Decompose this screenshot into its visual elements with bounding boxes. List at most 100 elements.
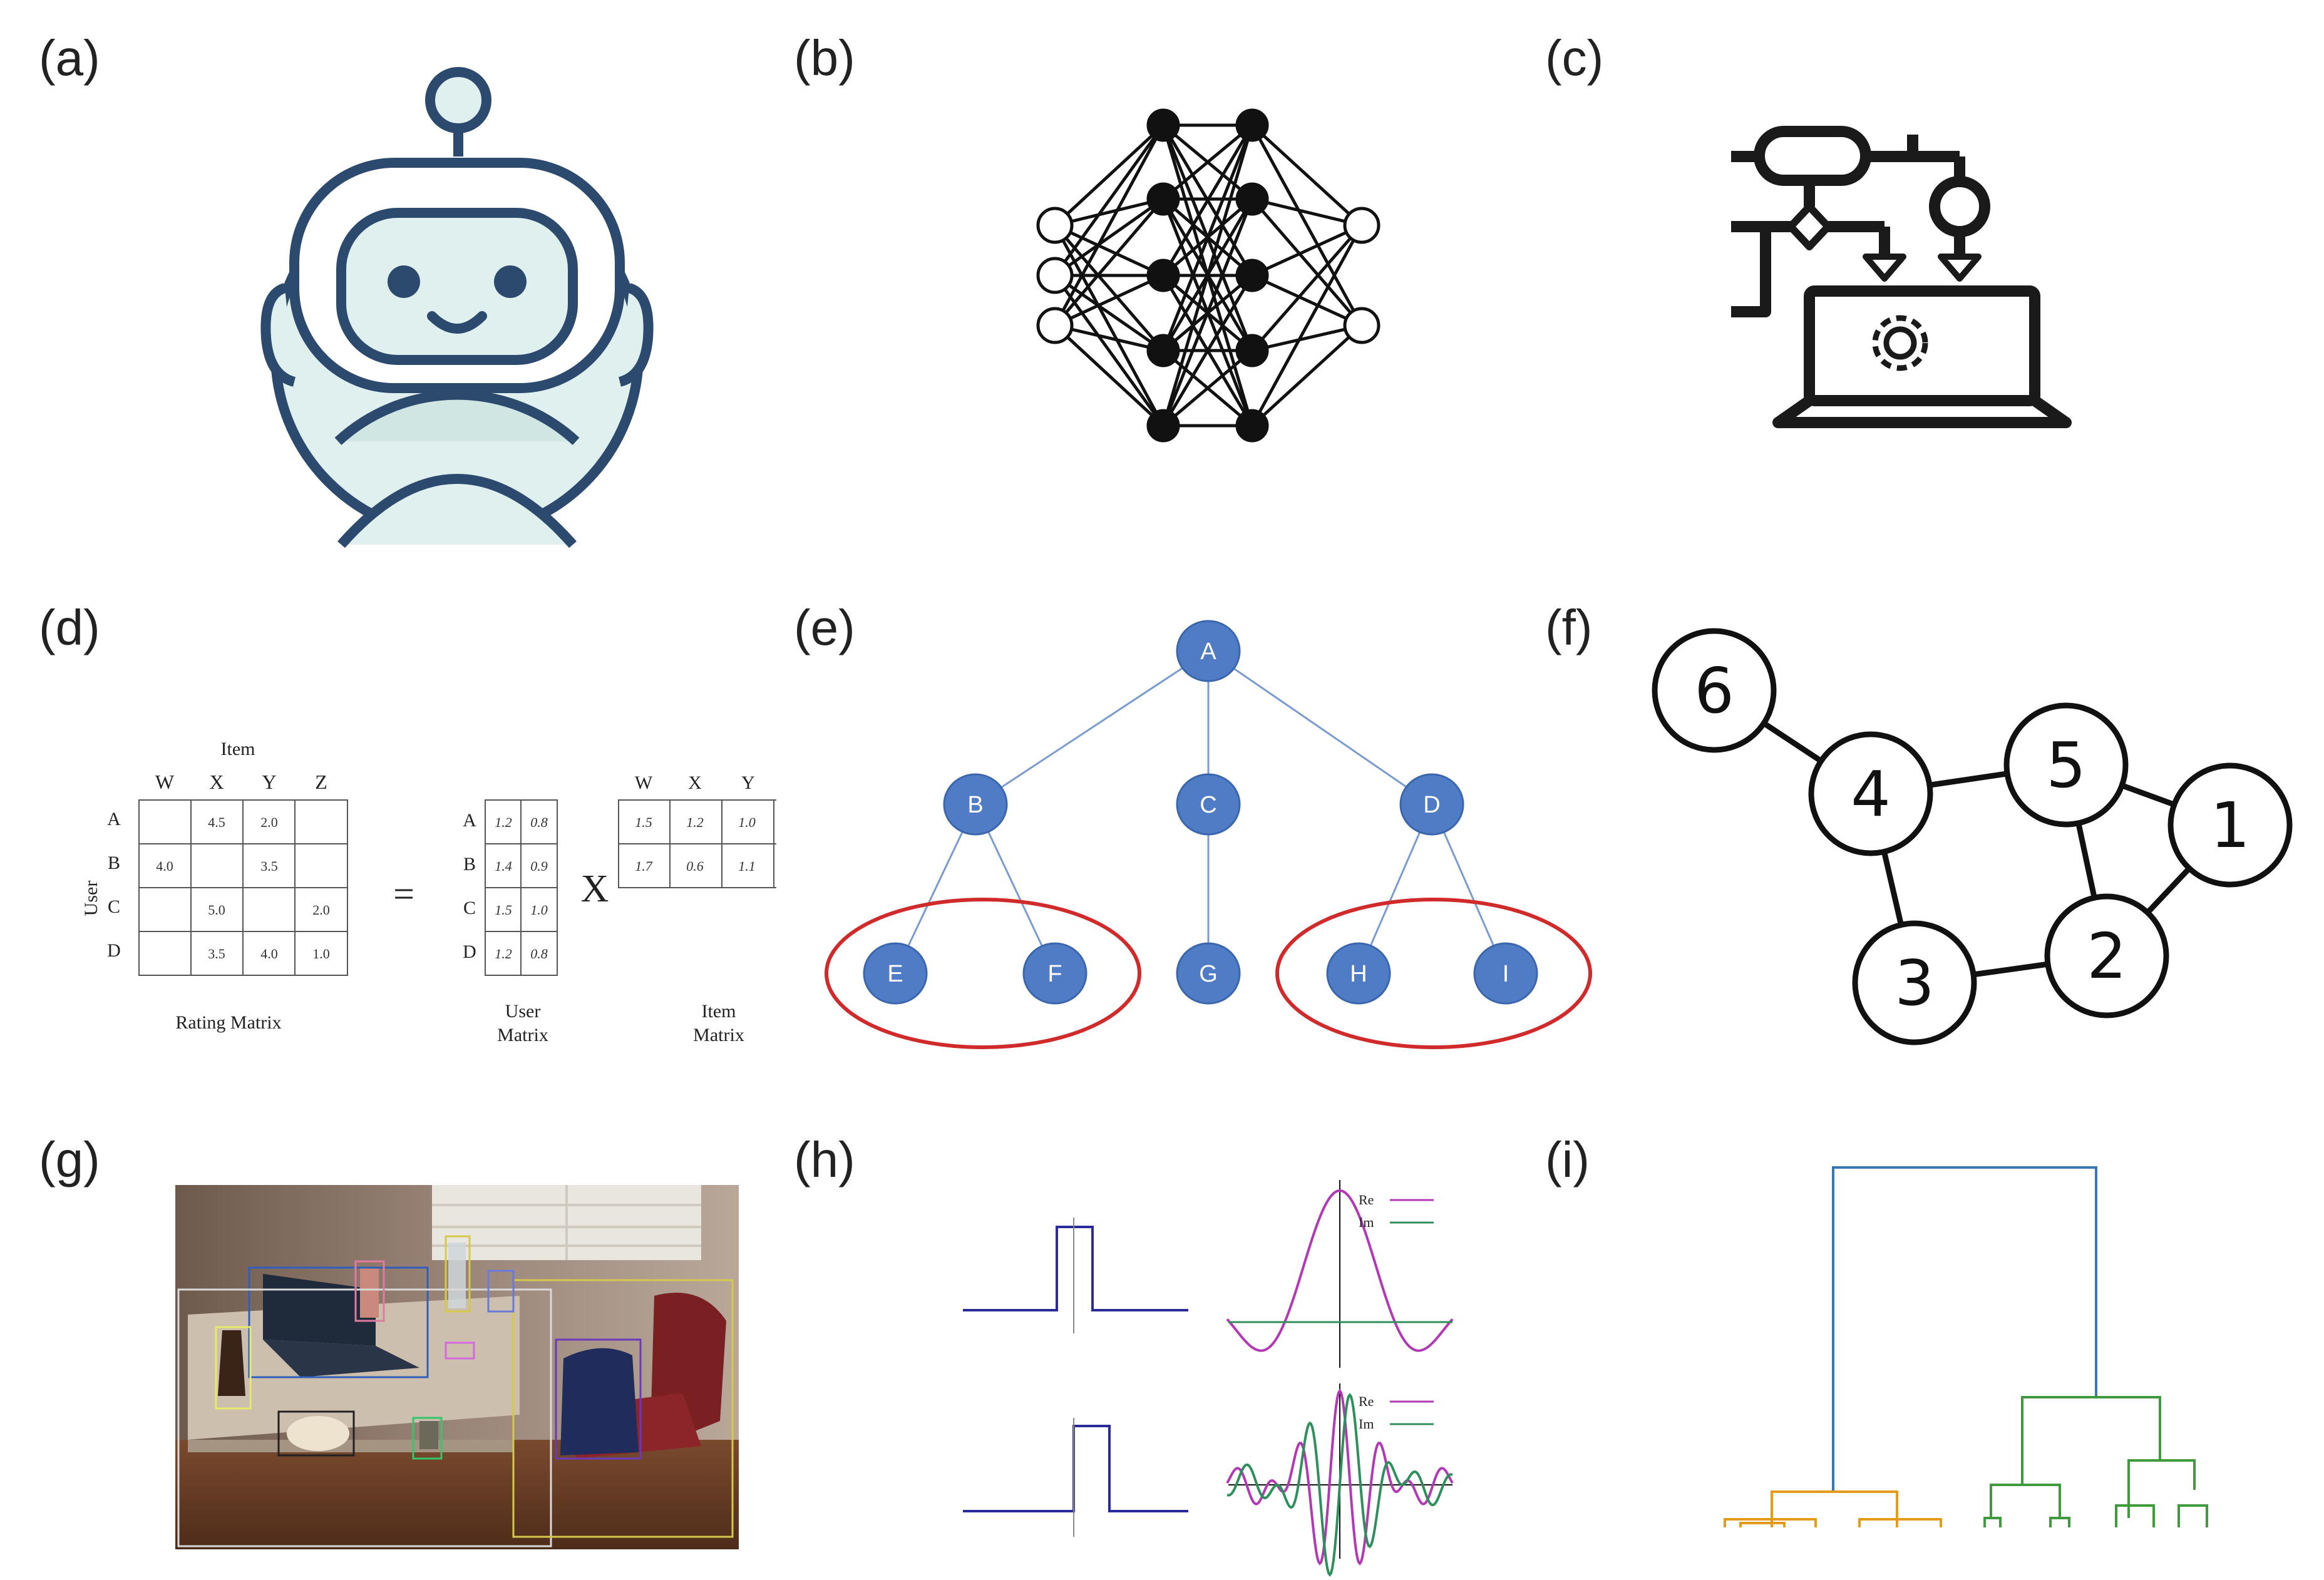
nn-node [1036, 307, 1074, 344]
nn-edge [1053, 224, 1165, 427]
rating-cell: 3.5 [208, 946, 225, 962]
tree-node-b [943, 773, 1008, 836]
graph-node-6 [1652, 628, 1777, 753]
nn-node [1235, 182, 1269, 216]
panel-label-c: (c) [1545, 30, 1603, 86]
nn-edge [1251, 224, 1363, 352]
tree-node-label: C [1200, 792, 1216, 818]
rating-col-header: X [209, 771, 224, 793]
item-matrix-cell: 1.5 [635, 814, 652, 830]
tree-node-f [1022, 942, 1087, 1005]
nn-node [1036, 207, 1074, 244]
rating-row-header: B [108, 853, 120, 873]
user-axis-label: User [81, 881, 101, 916]
rating-cell: 2.0 [312, 902, 330, 918]
tree-node-label: D [1423, 792, 1440, 818]
rating-cell: 2.0 [260, 814, 278, 830]
panel-label-a: (a) [39, 30, 100, 86]
nn-edge [1251, 274, 1363, 327]
nn-node [1235, 259, 1269, 292]
automation-icon [1731, 126, 2072, 428]
bbox-bowl [277, 1410, 355, 1457]
nn-node [1343, 207, 1381, 244]
item-matrix-caption-2: Matrix [693, 1025, 744, 1045]
nn-edge [1054, 223, 1165, 277]
tree-node-label: B [967, 792, 983, 818]
nn-edge [1053, 124, 1165, 327]
item-matrix-cell: 0.6 [686, 858, 704, 874]
nn-node [1146, 108, 1180, 142]
panel-label-g: (g) [39, 1132, 100, 1188]
user-matrix-cell: 1.2 [495, 814, 512, 830]
user-matrix-cell: 0.8 [530, 814, 548, 830]
nn-edge [1054, 324, 1164, 352]
nn-edge [1053, 124, 1165, 277]
graph-node-1 [2167, 762, 2293, 888]
legend-re-top: Re [1359, 1192, 1374, 1208]
user-matrix-caption-2: Matrix [497, 1025, 548, 1045]
cluster-ellipse-right [1275, 898, 1592, 1049]
tree-node-a [1176, 620, 1241, 682]
nn-edge [1054, 274, 1165, 327]
dendrogram [1724, 1166, 2208, 1527]
nn-edge [1053, 274, 1165, 427]
user-matrix-cell: 0.9 [530, 858, 548, 874]
item-matrix-caption-1: Item [702, 1001, 736, 1022]
tree-node-label: A [1200, 639, 1216, 665]
tree-node-label: H [1350, 961, 1367, 987]
tree-node-c [1176, 773, 1241, 836]
nn-node [1036, 257, 1074, 294]
panel-label-h: (h) [794, 1132, 855, 1188]
nn-edge [1250, 124, 1364, 327]
panel-label-i: (i) [1545, 1132, 1590, 1188]
tree-node-h [1326, 942, 1391, 1005]
bbox-backpack [555, 1338, 642, 1460]
robot-eyes [388, 265, 527, 298]
bottle [218, 1330, 245, 1396]
graph-node-2 [2044, 893, 2169, 1018]
tree-node-i [1473, 942, 1538, 1005]
nn-edge [1054, 197, 1165, 277]
rating-cell: 5.0 [208, 902, 225, 918]
nn-edge [1250, 224, 1364, 427]
cup [419, 1421, 438, 1449]
tree-node-label: E [887, 961, 903, 987]
graph-node-label: 3 [1895, 946, 1935, 1020]
panel-label-b: (b) [794, 30, 855, 86]
tree-node-label: I [1503, 961, 1509, 987]
nn-edge [1251, 223, 1363, 277]
vase [360, 1268, 379, 1318]
graph-node-3 [1852, 920, 1977, 1045]
nn-edge [1251, 124, 1363, 227]
matrix-factorization: Item User W X Y Z A B C D 4.5 2.0 4.0 3. [81, 739, 776, 1045]
item-axis-label: Item [221, 739, 255, 759]
rating-cell: 4.5 [208, 814, 225, 830]
item-matrix-cell: 1.7 [635, 858, 653, 874]
pulse-top [963, 1226, 1188, 1311]
tree-diagram: A B C D E F G H I [825, 620, 1592, 1049]
tree-node-d [1399, 773, 1464, 836]
item-matrix-cell: 1.0 [738, 814, 756, 830]
object-detection-photo [175, 1185, 739, 1549]
rating-cell: 1.0 [312, 946, 330, 962]
neural-network-icon [1036, 108, 1381, 443]
bbox-cup [412, 1417, 443, 1460]
robot-icon [260, 67, 654, 548]
graph-node-label: 4 [1851, 757, 1891, 831]
rating-col-header: Z [315, 771, 327, 793]
legend-im-bottom: Im [1359, 1416, 1374, 1432]
panel-label-f: (f) [1545, 600, 1593, 655]
graph-node-4 [1808, 731, 1933, 856]
tree-node-g [1176, 942, 1241, 1005]
tree-node-label: F [1047, 961, 1062, 987]
user-matrix-cell: 1.0 [530, 902, 548, 918]
user-row-header: B [463, 854, 476, 875]
rating-cell: 3.5 [260, 858, 278, 874]
nn-node [1343, 307, 1381, 344]
sinc-real-top [1226, 1189, 1454, 1352]
user-matrix-cell: 0.8 [530, 946, 548, 962]
graph-diagram: 6 4 5 1 2 3 [1652, 628, 2293, 1045]
nn-edge [1252, 197, 1362, 227]
nn-edge [1054, 198, 1165, 327]
